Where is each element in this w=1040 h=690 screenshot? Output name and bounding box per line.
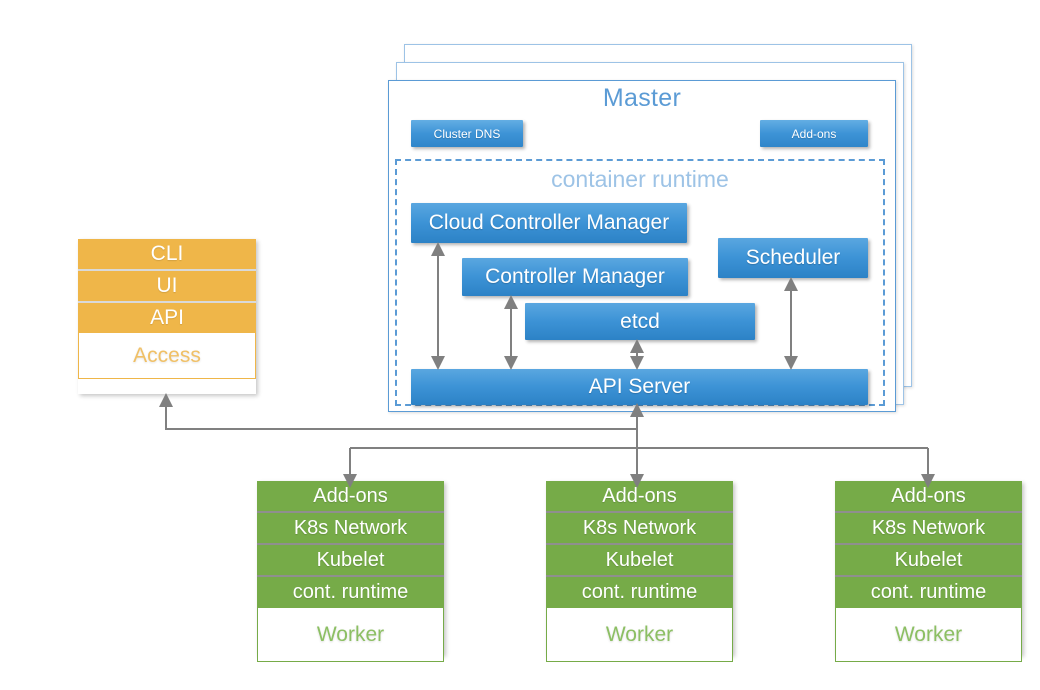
worker-1-cont-runtime-label: cont. runtime: [292, 581, 409, 603]
controller-manager-box[interactable]: Controller Manager: [462, 258, 688, 296]
api-server-box[interactable]: API Server: [411, 369, 868, 405]
worker-3-cell-addons[interactable]: Add-ons: [835, 481, 1022, 513]
cluster-dns-label: Cluster DNS: [433, 126, 501, 141]
worker-1-addons-label: Add-ons: [313, 484, 388, 507]
worker-3-cell-k8s-network[interactable]: K8s Network: [835, 513, 1022, 545]
access-cell-api[interactable]: API: [78, 303, 256, 333]
worker-3-footer: Worker: [835, 608, 1022, 662]
worker-2-addons-label: Add-ons: [602, 484, 677, 507]
scheduler-label: Scheduler: [745, 246, 841, 269]
worker-3-cell-cont-runtime[interactable]: cont. runtime: [835, 577, 1022, 608]
worker-1-kubelet-label: Kubelet: [316, 548, 385, 571]
master-title: Master: [602, 84, 682, 112]
worker-2-k8s-network-label: K8s Network: [582, 516, 697, 539]
worker-1-k8s-network-label: K8s Network: [293, 516, 408, 539]
controller-manager-label: Controller Manager: [485, 265, 665, 288]
access-footer-label: Access: [133, 343, 201, 367]
container-runtime-title: container runtime: [551, 166, 729, 192]
api-server-label: API Server: [588, 375, 691, 398]
worker-node-1: Add-ons K8s Network Kubelet cont. runtim…: [257, 481, 444, 662]
worker-1-footer-label: Worker: [316, 622, 385, 646]
access-cell-ui[interactable]: UI: [78, 271, 256, 303]
worker-3-kubelet-label: Kubelet: [894, 548, 963, 571]
master-addons-label: Add-ons: [791, 126, 837, 141]
worker-1-cell-addons[interactable]: Add-ons: [257, 481, 444, 513]
cloud-controller-manager-label: Cloud Controller Manager: [428, 211, 670, 234]
scheduler-box[interactable]: Scheduler: [718, 238, 868, 278]
worker-2-cell-cont-runtime[interactable]: cont. runtime: [546, 577, 733, 608]
master-addons-box[interactable]: Add-ons: [760, 120, 868, 147]
cluster-dns-box[interactable]: Cluster DNS: [411, 120, 523, 147]
worker-2-kubelet-label: Kubelet: [605, 548, 674, 571]
worker-2-footer: Worker: [546, 608, 733, 662]
worker-3-k8s-network-label: K8s Network: [871, 516, 986, 539]
etcd-box[interactable]: etcd: [525, 303, 755, 340]
worker-2-cont-runtime-label: cont. runtime: [581, 581, 698, 603]
worker-node-2: Add-ons K8s Network Kubelet cont. runtim…: [546, 481, 733, 662]
worker-3-addons-label: Add-ons: [891, 484, 966, 507]
cloud-controller-manager-box[interactable]: Cloud Controller Manager: [411, 203, 687, 243]
worker-1-cell-kubelet[interactable]: Kubelet: [257, 545, 444, 577]
worker-2-cell-addons[interactable]: Add-ons: [546, 481, 733, 513]
worker-node-3: Add-ons K8s Network Kubelet cont. runtim…: [835, 481, 1022, 662]
worker-3-footer-label: Worker: [894, 622, 963, 646]
access-stack: CLI UI API Access: [78, 239, 256, 394]
worker-1-cell-k8s-network[interactable]: K8s Network: [257, 513, 444, 545]
etcd-label: etcd: [620, 309, 660, 333]
access-cell-api-label: API: [150, 306, 184, 329]
worker-2-footer-label: Worker: [605, 622, 674, 646]
worker-2-cell-k8s-network[interactable]: K8s Network: [546, 513, 733, 545]
worker-1-cell-cont-runtime[interactable]: cont. runtime: [257, 577, 444, 608]
worker-2-cell-kubelet[interactable]: Kubelet: [546, 545, 733, 577]
worker-3-cell-kubelet[interactable]: Kubelet: [835, 545, 1022, 577]
worker-3-cont-runtime-label: cont. runtime: [870, 581, 987, 603]
access-cell-ui-label: UI: [156, 274, 178, 297]
worker-1-footer: Worker: [257, 608, 444, 662]
access-cell-cli[interactable]: CLI: [78, 239, 256, 271]
access-footer: Access: [78, 333, 256, 379]
access-cell-cli-label: CLI: [150, 242, 184, 265]
